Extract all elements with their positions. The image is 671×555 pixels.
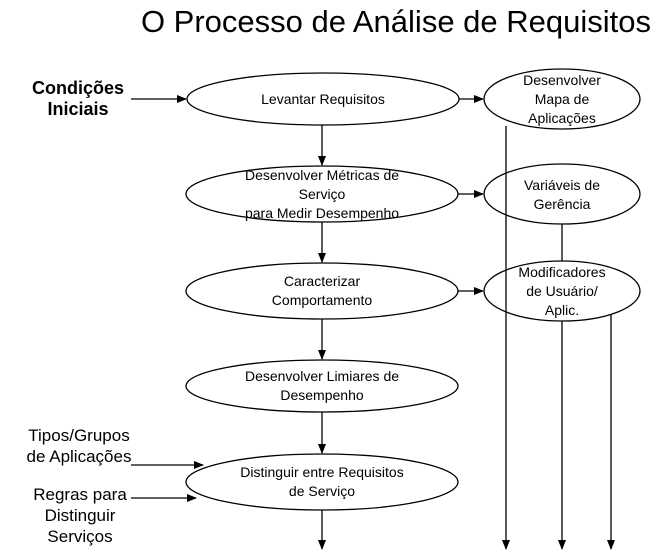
step-label-3: Caracterizar Comportamento [271, 273, 373, 308]
diagram-title: O Processo de Análise de Requisitos [140, 4, 651, 39]
rules-label: Regras para Distinguir Serviços [33, 485, 127, 546]
output-label-1: Desenvolver Mapa de Aplicações [523, 72, 601, 126]
step-label-5: Distinguir entre Requisitos de Serviço [240, 464, 404, 499]
step-label-4: Desenvolver Limiares de Desempenho [244, 368, 400, 403]
output-label-2: Variáveis de Gerência [523, 177, 600, 212]
app-types-label: Tipos/Grupos de Aplicações [26, 426, 132, 466]
output-ellipse-1 [483, 68, 641, 130]
output-label-3: Modificadores de Usuário/ Aplic. [518, 264, 606, 318]
step-label-2: Desenvolver Métricas de Serviço para Med… [244, 167, 400, 221]
step-label-1: Levantar Requisitos [261, 91, 385, 107]
initial-conditions-label: Condições Iniciais [31, 78, 124, 119]
